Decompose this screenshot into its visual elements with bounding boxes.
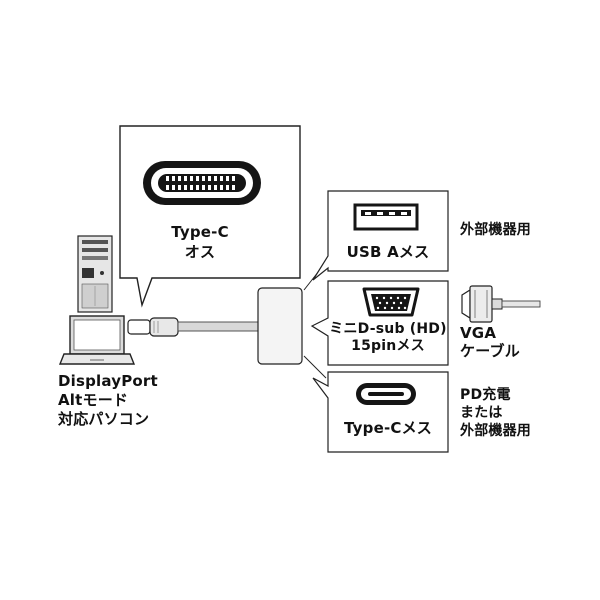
vga-port-label: ミニD-sub (HD) 15pinメス	[328, 321, 448, 355]
vga-port-label-line2: 15pinメス	[351, 338, 425, 354]
type-c-male-label-line2: オス	[184, 243, 216, 261]
computer-label-line2: Altモード	[58, 391, 129, 409]
type-c-male-label-line1: Type-C	[171, 223, 229, 241]
vga-port-label-line1: ミニD-sub (HD)	[329, 321, 447, 337]
type-c-port-icon	[356, 383, 416, 405]
computer-label-line1: DisplayPort	[58, 372, 158, 390]
type-c-device-label-line3: 外部機器用	[460, 423, 531, 439]
type-c-female-port-label: Type-Cメス	[344, 419, 432, 437]
desktop-tower-icon	[77, 235, 113, 313]
computer-label-line3: 対応パソコン	[58, 410, 150, 428]
usb-a-port-label: USB Aメス	[346, 243, 430, 261]
type-c-plug-icon	[143, 161, 261, 205]
vga-device-label-line1: VGA	[460, 324, 497, 342]
adapter-body	[257, 287, 303, 365]
callout-pointer-typec	[303, 355, 327, 379]
type-c-cable-plug-icon	[127, 317, 179, 337]
vga-device-label-line2: ケーブル	[460, 342, 520, 360]
computer-label: DisplayPort Altモード 対応パソコン	[58, 372, 158, 429]
type-c-device-label-line1: PD充電	[460, 387, 511, 403]
vga-port-icon	[362, 287, 420, 317]
adapter-cable	[177, 321, 261, 332]
usb-a-device-label: 外部機器用	[460, 222, 531, 238]
vga-cable-icon	[461, 285, 541, 323]
type-c-device-label: PD充電 または 外部機器用	[460, 386, 531, 440]
type-c-male-label: Type-C オス	[150, 222, 250, 262]
usb-a-port-icon	[353, 203, 419, 231]
laptop-icon	[58, 315, 136, 365]
type-c-callout-bubble	[119, 125, 301, 308]
vga-device-label: VGA ケーブル	[460, 324, 520, 360]
type-c-device-label-line2: または	[460, 405, 503, 421]
